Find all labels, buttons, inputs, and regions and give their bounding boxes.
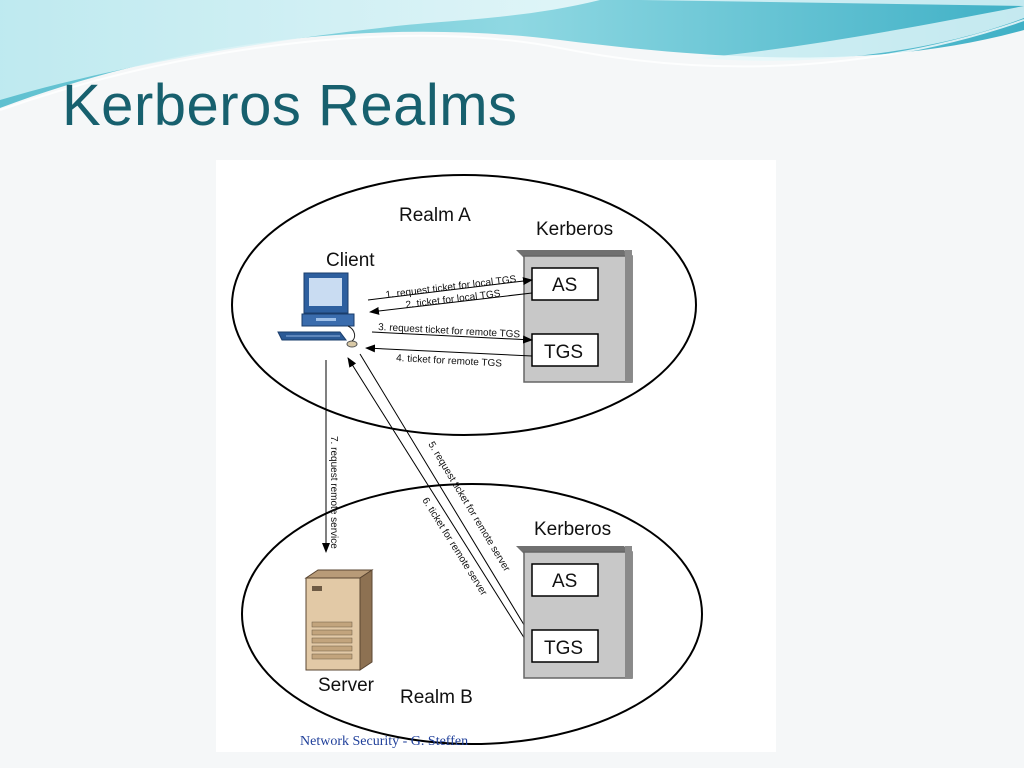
arrow-6 — [347, 357, 529, 645]
as-a-box — [531, 267, 599, 301]
desktop-computer-icon — [277, 272, 358, 348]
server-label: Server — [318, 675, 375, 696]
header-wave-light — [0, 0, 600, 100]
tgs-b-box — [531, 629, 599, 663]
kerberos-b-block: AS TGS — [516, 546, 633, 679]
as-a-label: AS — [552, 275, 577, 296]
realm-a-ellipse — [231, 174, 697, 436]
kerberos-b-label: Kerberos — [534, 519, 611, 540]
tgs-a-box — [531, 333, 599, 367]
arrow-3 — [371, 331, 533, 344]
tgs-b-label: TGS — [544, 638, 583, 659]
diagram-panel: Realm A Client Kerberos AS TGS 1. r — [216, 160, 776, 752]
slide-title: Kerberos Realms — [62, 73, 518, 138]
header-wave-right — [640, 0, 1024, 61]
message-3-label: 3. request ticket for remote TGS — [378, 322, 521, 340]
arrow-4 — [365, 344, 533, 357]
realm-a-label: Realm A — [399, 205, 471, 226]
as-b-box — [531, 563, 599, 597]
kerberos-a-label: Kerberos — [536, 219, 613, 240]
header-wave-stroke — [0, 19, 1024, 111]
client-label: Client — [326, 250, 375, 271]
server-tower-icon — [304, 569, 374, 671]
as-b-label: AS — [552, 571, 577, 592]
message-4-label: 4. ticket for remote TGS — [396, 353, 503, 370]
realm-b-label: Realm B — [400, 687, 473, 708]
kerberos-a-block: AS TGS — [516, 250, 633, 383]
slide-footer: Network Security - G. Steffen — [300, 734, 469, 749]
arrow-2 — [369, 292, 533, 315]
realm-b-ellipse — [241, 483, 703, 745]
arrow-1 — [367, 277, 533, 301]
message-7-label: 7. request remote service — [328, 436, 339, 549]
kerberos-realms-diagram: Realm A Client Kerberos AS TGS 1. r — [231, 174, 703, 745]
arrow-5 — [359, 353, 533, 639]
message-5-label: 5. request ticket for remote server — [425, 440, 512, 574]
tgs-a-label: TGS — [544, 342, 583, 363]
